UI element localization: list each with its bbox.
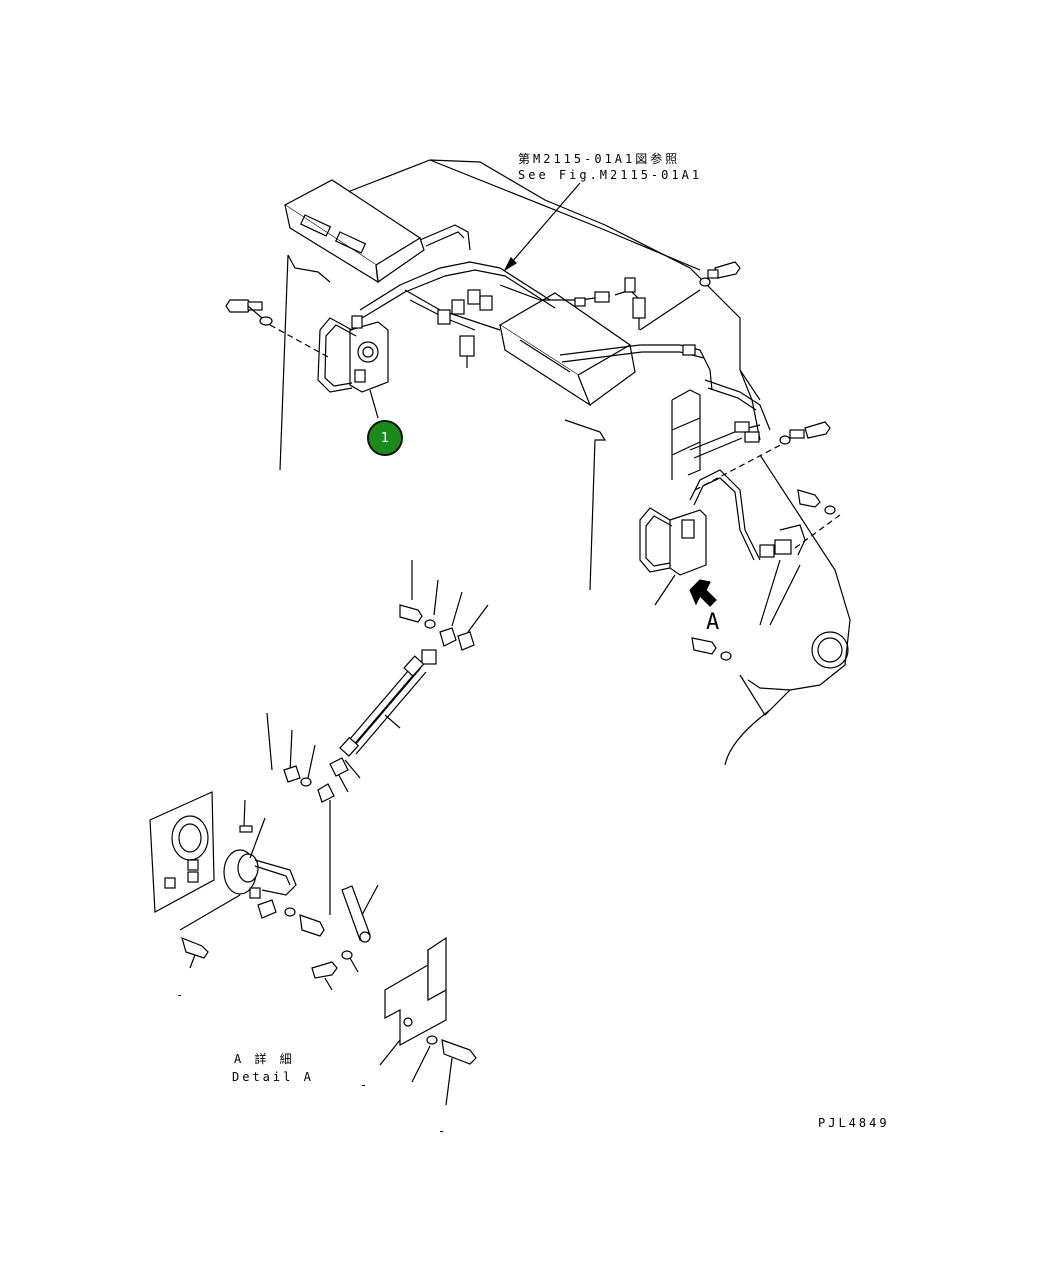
reference-label-en: See Fig.M2115-01A1 [518,168,703,182]
wire-harness-upper [359,224,713,391]
view-letter-a: A [706,610,720,635]
callout-1[interactable]: 1 [367,420,403,456]
linkage-rod-assembly [266,560,489,943]
dash-mark: - [360,1078,371,1092]
detail-title-en: Detail A [232,1070,314,1084]
dash-mark: - [438,1124,449,1138]
detail-title-jp: A 詳 細 [234,1052,295,1066]
bracket-plate [379,936,477,1106]
reference-label-jp: 第M2115-01A1図参照 [518,152,681,166]
drawing-code: PJL4849 [818,1116,890,1130]
bracket-and-switch-right [639,261,841,661]
switch-assembly-left [225,299,389,419]
view-a-arrow [689,579,717,607]
dash-mark: - [176,988,187,1002]
right-box-cover [498,292,636,407]
detail-a-assembly [149,791,359,991]
left-duct-cover [283,179,425,284]
reference-leader [503,182,581,272]
